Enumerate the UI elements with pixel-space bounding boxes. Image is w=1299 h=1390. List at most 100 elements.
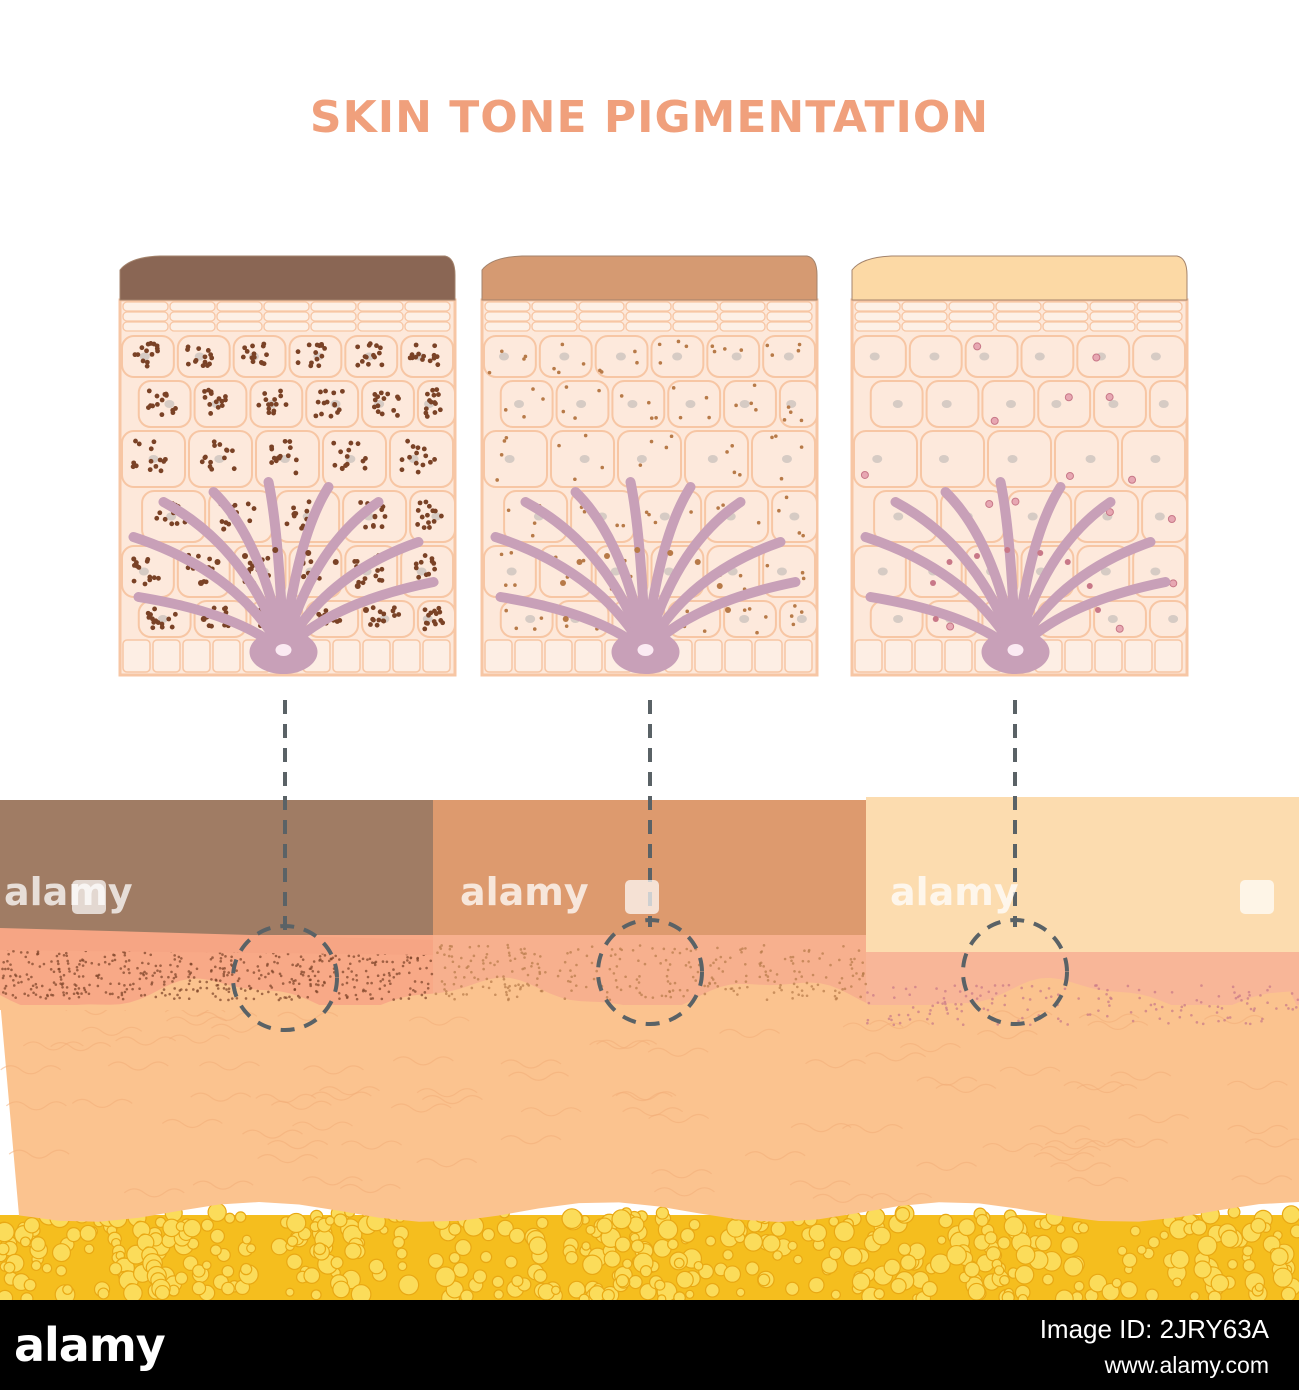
alamy-a-logo-icon [625,880,659,914]
melanin-granule [415,508,421,513]
melanin-dot [504,985,507,989]
melanin-dot [216,987,220,990]
flat-cell [672,321,719,332]
melanin-dot [689,949,693,953]
melanin-dot [44,997,48,1000]
melanin-dot [59,975,62,979]
dermis-fiber [1204,1014,1265,1025]
cell-nucleus [1034,352,1045,361]
melanin-dot [125,987,129,991]
fat-cell [30,1260,42,1272]
melanin-granule [560,342,565,347]
dermis-fiber [1029,1125,1091,1135]
melanin-dot [345,996,349,1000]
basal-cell [1094,639,1123,673]
melanin-dot [1158,1017,1162,1020]
melanin-dot [849,957,853,961]
melanin-granule [331,440,337,446]
melanin-granule [791,622,796,627]
fat-cell [975,1213,989,1227]
melanin-granule [269,446,275,452]
melanin-dot [960,1003,963,1006]
melanin-dot [485,977,489,981]
melanin-dot [223,967,226,970]
melanin-dot [119,967,123,970]
melanin-granule [799,610,804,614]
melanin-granule [514,626,519,631]
dermis-fiber [190,1092,252,1102]
fat-cell [344,1242,362,1260]
melanin-dot [103,955,107,959]
melanin-dot [425,966,428,970]
melanin-dot [783,957,787,961]
melanin-dot [508,984,511,988]
melanin-dot [271,970,275,974]
melanin-granule [499,452,504,457]
fat-cell [793,1254,803,1265]
melanin-dot [1003,1003,1006,1007]
fat-cell [207,1202,227,1222]
melanin-granule [375,403,381,409]
melanin-granule [426,503,432,509]
melanin-dot [506,986,510,990]
fat-cell [30,1236,46,1252]
melanin-granule [202,354,208,360]
flat-cell [310,311,357,322]
fat-cell [830,1289,841,1300]
skin-surface-light [866,797,1299,952]
melanin-dot [703,992,707,996]
melanin-dot [1167,1021,1170,1025]
melanin-dot [164,994,167,997]
melanin-dot [470,986,474,990]
melanin-granule [541,397,545,401]
melanin-dot [824,976,828,979]
melanin-dot [143,970,146,974]
melanin-granule [145,341,151,347]
skin-cross-section [0,797,1299,1300]
fat-cell [508,1227,526,1244]
melanocyte-dendrite [1010,497,1116,657]
melanin-dot [822,989,826,993]
diagram-title: SKIN TONE PIGMENTATION [309,92,990,143]
melanin-granule [499,552,504,557]
dermis-fiber [107,1061,169,1071]
melanin-granule [142,581,148,587]
melanin-dot [944,989,947,993]
melanin-dot [494,993,497,997]
melanin-dot [1247,990,1251,994]
melanin-granule [355,362,361,368]
melanin-dot [163,980,166,984]
melanin-granule [344,454,350,459]
melanin-dot [678,951,682,955]
melanin-granule [217,442,223,447]
dendrite-melanin [576,559,583,565]
melanin-dot [265,964,269,967]
melanin-dot [447,954,451,958]
melanin-granule [422,553,428,558]
melanin-granule [323,388,328,394]
melanin-dot [301,973,305,977]
melanin-granule [619,394,624,398]
melanin-granule [222,455,227,461]
flat-cell [1136,301,1183,312]
melanin-granule [192,359,198,364]
melanin-granule [756,520,761,525]
flat-cell [1136,311,1183,322]
melanin-granule [196,346,202,352]
melanin-dot [96,984,100,988]
melanin-dot [935,987,938,990]
fat-cell [1193,1260,1212,1279]
melanin-granule [211,439,217,445]
flat-cell [169,321,216,332]
dendrite-melanin [200,616,207,622]
melanin-dot [39,995,42,999]
melanin-granule [658,361,663,365]
melanin-dot [486,945,490,948]
melanin-dot [36,950,40,954]
melanin-granule [328,413,334,419]
fat-cell [895,1206,911,1222]
melanin-granule [319,411,324,417]
keratinocyte [853,430,918,488]
melanin-granule [506,508,511,513]
fat-cell [62,1284,73,1295]
